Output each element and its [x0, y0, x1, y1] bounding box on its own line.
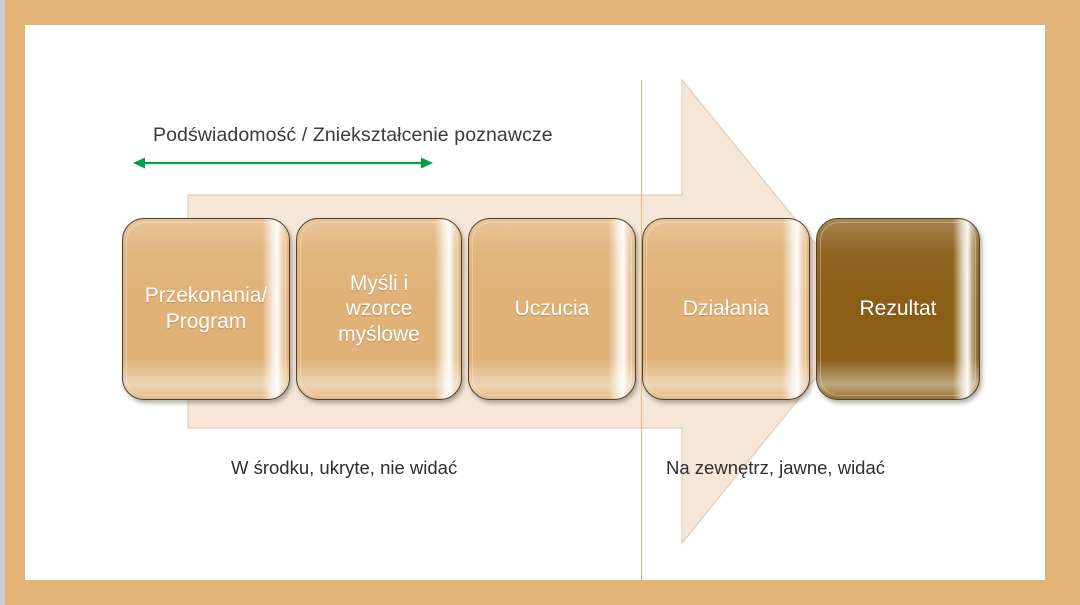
label-line-1: Przekonania/	[144, 284, 268, 308]
arrow-head-right-icon	[421, 157, 433, 169]
process-step-beliefs[interactable]: Przekonania/ Program	[122, 218, 290, 400]
process-step-thoughts-label: Myśli i wzorce myślowe	[328, 271, 430, 348]
frame-border-top	[5, 0, 1080, 25]
frame-border-bottom	[5, 580, 1080, 605]
label-line-2: wzorce	[345, 297, 413, 321]
subconscious-range-arrow	[133, 157, 433, 169]
diagram-area: Podświadomość / Zniekształcenie poznawcz…	[25, 25, 1045, 580]
label-line-1: Myśli i	[349, 271, 409, 295]
process-step-beliefs-label: Przekonania/ Program	[135, 283, 278, 334]
process-step-feelings[interactable]: Uczucia	[468, 218, 636, 400]
frame-border-left	[5, 0, 25, 605]
arrow-head-left-icon	[133, 157, 145, 169]
process-step-result[interactable]: Rezultat	[816, 218, 980, 400]
process-step-row: Przekonania/ Program Myśli i wzorce myśl…	[122, 218, 982, 400]
left-gutter-strip	[0, 0, 5, 605]
inside-outside-divider	[641, 80, 642, 580]
page-title: Podświadomość / Zniekształcenie poznawcz…	[153, 124, 553, 146]
label-line-2: Program	[165, 310, 247, 333]
process-step-actions[interactable]: Działania	[642, 218, 810, 400]
caption-inside: W środku, ukryte, nie widać	[231, 457, 458, 478]
process-step-actions-label: Działania	[682, 297, 770, 321]
process-step-thoughts[interactable]: Myśli i wzorce myślowe	[296, 218, 462, 400]
process-step-feelings-label: Uczucia	[514, 297, 590, 321]
caption-outside: Na zewnętrz, jawne, widać	[666, 457, 886, 478]
process-step-result-label: Rezultat	[859, 297, 937, 321]
label-line-3: myślowe	[338, 322, 420, 346]
frame-border-right	[1045, 0, 1080, 605]
